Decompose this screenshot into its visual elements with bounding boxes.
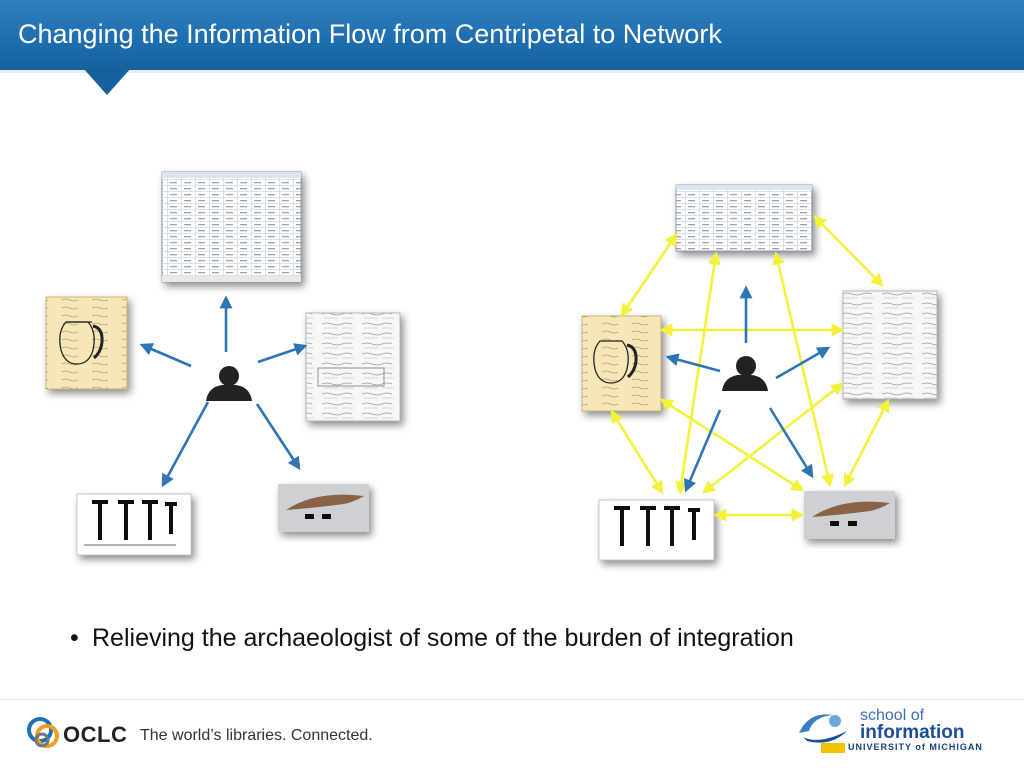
blue-arrow	[139, 343, 192, 368]
blue-arrow	[684, 409, 722, 493]
umsi-logo-icon	[799, 714, 847, 753]
jug-drawing-thumbnail	[581, 315, 662, 412]
yellow-arrow	[813, 215, 884, 287]
title-bar	[0, 0, 1024, 73]
site-plan-thumbnail	[76, 493, 192, 556]
blue-arrow	[775, 346, 831, 380]
umsi-line1: school of	[860, 707, 925, 724]
oclc-tagline: The world’s libraries. Connected.	[140, 727, 373, 744]
bullet-marker: •	[70, 624, 79, 652]
site-plan-thumbnail	[598, 499, 715, 561]
yellow-arrow	[843, 398, 890, 488]
field-notes-thumbnail	[842, 290, 938, 400]
blue-arrow	[768, 407, 814, 479]
field-notes-thumbnail	[305, 312, 401, 422]
blue-arrow	[257, 343, 308, 364]
yellow-arrow	[675, 251, 721, 495]
yellow-arrow	[620, 232, 678, 318]
jug-drawing-thumbnail	[45, 296, 128, 390]
network-diagram	[581, 184, 938, 561]
archaeologist-icon	[206, 366, 252, 401]
umsi-line2: information	[860, 722, 965, 743]
umsi-line3: UNIVERSITY of MICHIGAN	[848, 742, 983, 752]
slide-title: Changing the Information Flow from Centr…	[18, 19, 722, 49]
title-pointer	[83, 68, 131, 95]
bullet-text: Relieving the archaeologist of some of t…	[92, 624, 794, 652]
yellow-arrow	[772, 251, 834, 488]
bullet-point: • Relieving the archaeologist of some of …	[70, 624, 794, 653]
yellow-arrow	[701, 382, 845, 494]
blue-arrow	[665, 353, 721, 373]
yellow-arrow	[610, 409, 664, 495]
footer-divider	[0, 699, 1024, 700]
horn-artifact-thumbnail	[278, 484, 369, 532]
oclc-wordmark: OCLC	[63, 722, 128, 747]
archaeologist-icon	[722, 356, 768, 391]
blue-arrow	[161, 401, 210, 488]
horn-artifact-thumbnail	[804, 491, 895, 539]
spreadsheet-thumbnail	[675, 184, 813, 252]
centripetal-diagram	[45, 171, 401, 556]
oclc-logo-icon	[27, 717, 59, 748]
spreadsheet-thumbnail	[161, 171, 302, 283]
blue-arrow	[255, 403, 301, 471]
